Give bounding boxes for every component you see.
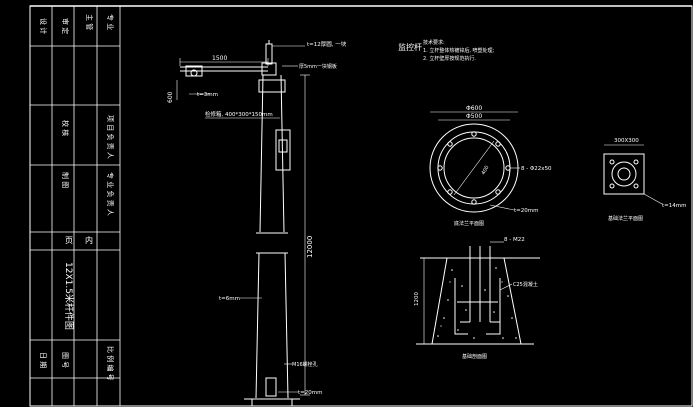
flange-plan	[429, 111, 520, 213]
plate-thickness: t=14mm	[662, 203, 686, 209]
foundation-bolts: 8 - M22	[504, 237, 525, 243]
tb-label-zhuanye: 专 业	[106, 14, 115, 30]
tb-label-zhuanyefuze: 专 业 负 责 人	[106, 172, 115, 216]
notes-title: 监控杆	[398, 42, 422, 52]
label-t3mm: t=3mm	[197, 92, 218, 98]
tb-label-jiaohe: 校 核	[61, 120, 70, 136]
label-arm-plate: 厚5mm一块钢板	[299, 63, 337, 70]
tb-label-bili: 比 例 编 号	[106, 346, 115, 381]
flange-d-outer: Φ600	[466, 105, 482, 112]
tb-label-ye: 页	[65, 236, 73, 245]
concrete-hatch	[437, 267, 517, 339]
flange-thickness: t=20mm	[514, 208, 538, 214]
notes-line-0: 技术要求:	[423, 39, 445, 46]
pole-elevation	[180, 40, 300, 407]
label-t6mm: t=6mm	[219, 296, 240, 302]
foundation-1200: 1200	[414, 292, 420, 306]
label-top-plate: t=12厚圆, 一块	[307, 40, 347, 48]
tb-label-shending: 审 定	[61, 18, 70, 34]
foundation-section	[416, 241, 540, 345]
dim-arm-1500: 1500	[212, 55, 227, 62]
dim-height-12000: 12000	[306, 236, 314, 258]
tb-label-zhuguan: 主 管	[85, 14, 94, 30]
tb-label-riqi: 日 期	[39, 352, 47, 368]
tb-label-nei: 内	[85, 235, 93, 245]
tb-label-sheji: 设 计	[39, 18, 48, 34]
foundation-caption: 基础剖面图	[462, 353, 487, 360]
tb-label-xiangmu: 项 目 负 责 人	[106, 115, 115, 159]
dim-600: 600	[167, 91, 174, 103]
notes-line-2: 2. 立杆壁厚按规范执行.	[423, 55, 476, 62]
title-block	[30, 6, 121, 406]
notes-line-1: 1. 立杆整体热镀锌后, 喷塑处理;	[423, 47, 495, 54]
tb-label-zhitu: 制 图	[61, 172, 70, 188]
plate-caption: 基础法兰平面图	[608, 215, 643, 222]
tb-label-tuhao: 图 号	[61, 352, 69, 368]
flange-d-inner: Φ500	[466, 113, 482, 120]
flange-caption: 底法兰平面图	[454, 220, 484, 227]
label-door: M16螺栓孔	[292, 361, 318, 368]
label-inspection-box: 检修箱, 400*300*150mm	[205, 110, 273, 118]
foundation-concrete: C25混凝土	[513, 281, 538, 288]
drawing-name: 12X1.5米杆件图	[63, 262, 75, 330]
flange-holes: 8 - Φ22x50	[521, 166, 552, 172]
pole-dimensions	[176, 45, 310, 396]
label-base-t20: t=20mm	[298, 390, 322, 396]
flange-400: 400	[481, 165, 491, 176]
plate-dim: 300X300	[614, 138, 639, 144]
small-plate-plan	[603, 144, 663, 205]
drawing-frame	[29, 5, 693, 407]
